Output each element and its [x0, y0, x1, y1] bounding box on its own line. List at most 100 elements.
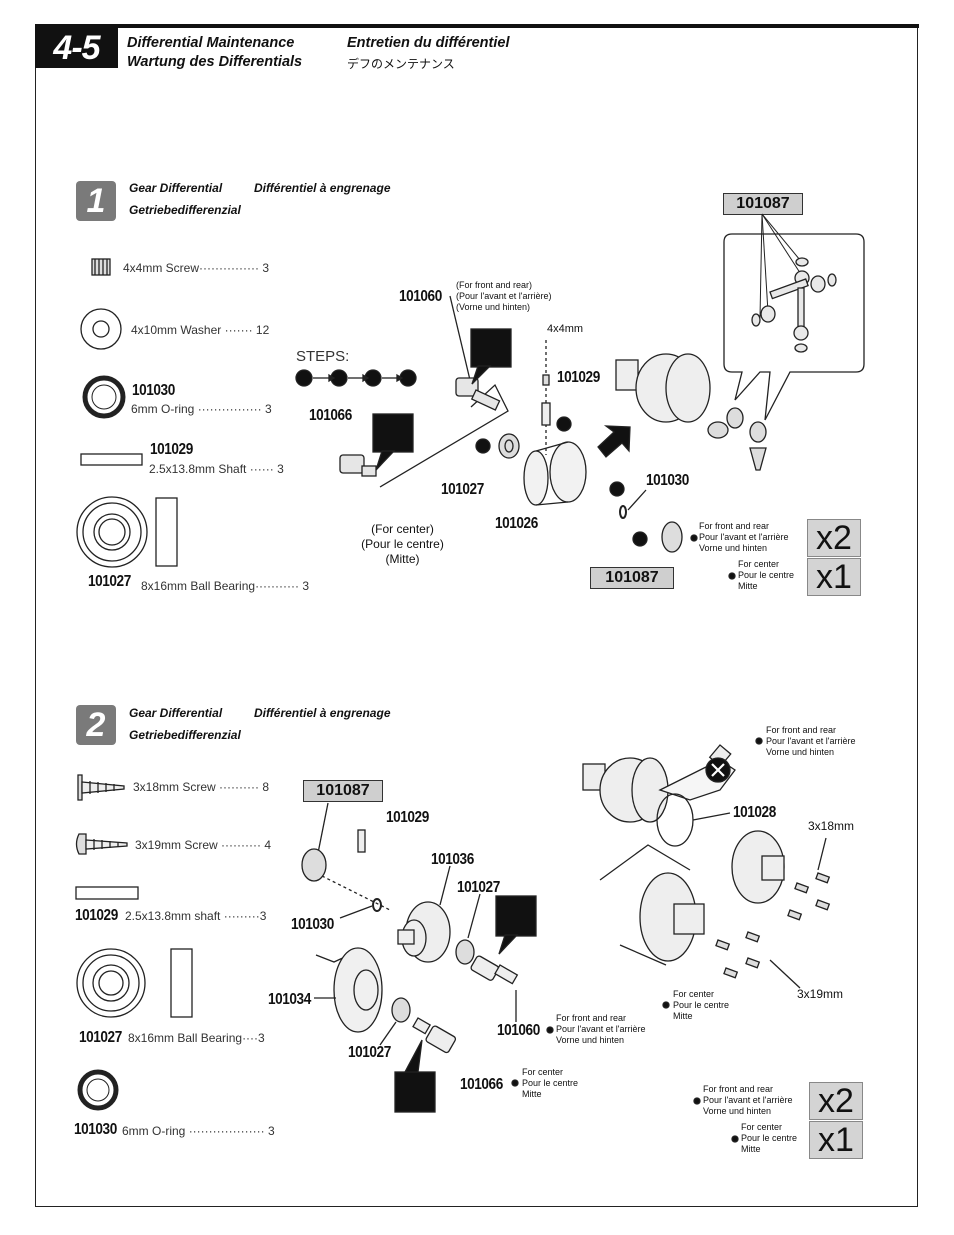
s1-leader-101060	[449, 295, 471, 381]
s1-qty-note-front-rear: For front and rear Pour l'avant et l'arr…	[699, 521, 789, 553]
s2-leader-101030	[339, 905, 373, 919]
s2-callout-101027b: 101027	[348, 1044, 391, 1061]
s2-spur-center	[639, 872, 705, 962]
s1-part-washer: 4x10mm Washer ······· 12	[131, 323, 270, 337]
s2-bullet-qty-b	[731, 1135, 739, 1143]
step2-title-fr: Différentiel à engrenage	[254, 706, 391, 720]
s2-callout-101029: 101029	[386, 809, 429, 826]
s1-assembled-diff	[615, 353, 711, 423]
s2-part-oring: 6mm O-ring ··················· 3	[122, 1124, 275, 1138]
step2-title-de: Getriebedifferenzial	[129, 728, 241, 742]
s2-bullet-center	[662, 1001, 670, 1009]
s1-part-screw: 4x4mm Screw··············· 3	[123, 261, 269, 275]
s2-leader-101027b	[379, 1021, 397, 1046]
s2-qty-note-front-rear: For front and rear Pour l'avant et l'arr…	[703, 1084, 793, 1116]
s2-part-screw-18: 3x18mm Screw ·········· 8	[133, 780, 270, 794]
s1-callout-101066: 101066	[309, 407, 352, 424]
s2-callout-101066: 101066	[460, 1076, 503, 1093]
s2-callout-101034: 101034	[268, 991, 311, 1008]
title-fr: Entretien du différentiel	[347, 35, 510, 51]
s2-gasket-101028	[656, 793, 694, 847]
s2-screw19-icon	[75, 833, 128, 855]
s2-part-shaft-id: 101029	[75, 907, 118, 924]
s1-spider-gears	[707, 407, 767, 471]
s2-axis-a	[321, 875, 391, 911]
s1-washer-icon	[80, 308, 122, 350]
s2-bearing-icon	[76, 948, 193, 1018]
s2-note-center-mid: For center Pour le centre Mitte	[673, 989, 730, 1021]
s2-leader-101027a	[467, 893, 481, 939]
s2-callout-101087: 101087	[303, 780, 383, 802]
s1-outdrive-101066	[339, 454, 377, 477]
s2-callout-101060: 101060	[497, 1022, 540, 1039]
step2-badge: 2	[76, 705, 116, 745]
s1-big-arrow	[597, 425, 631, 458]
s1-detail-callout	[723, 233, 865, 421]
s2-leader-3x18	[817, 837, 827, 871]
s1-qty-note-center: For center Pour le centre Mitte	[738, 559, 795, 591]
s2-bullet-101066	[511, 1079, 519, 1087]
s1-bevel-gear-101087	[661, 521, 683, 553]
s2-bearing-101027a	[455, 939, 475, 965]
s2-callout-3x19: 3x19mm	[797, 987, 844, 1001]
s2-bullet-qty-a	[693, 1097, 701, 1105]
s1-bearing-icon	[76, 496, 178, 568]
steps-arrows	[313, 373, 404, 383]
s2-callout-3x18: 3x18mm	[808, 819, 855, 833]
s1-bullet-a	[690, 534, 698, 542]
section-number: 4-5	[35, 28, 118, 68]
s2-outdrive-101066	[412, 1017, 457, 1054]
s1-part-bearing-id: 101027	[88, 573, 131, 590]
s1-part-oring-id: 101030	[132, 382, 175, 399]
s2-oring-icon	[77, 1069, 119, 1111]
s1-mult-x2: x2	[807, 519, 861, 557]
s1-outdrive-101060	[455, 377, 501, 411]
s2-spur-front-rear	[731, 830, 785, 904]
s2-callout-101036: 101036	[431, 851, 474, 868]
s2-spur-gear-101034	[333, 947, 383, 1033]
title-jp: デフのメンテナンス	[347, 57, 455, 71]
s1-detail-leaders	[759, 213, 805, 319]
s2-bearing-101027b	[391, 997, 411, 1023]
s2-leader-3x19	[769, 959, 801, 989]
s1-callout-101030: 101030	[646, 472, 689, 489]
s2-part-bearing: 8x16mm Ball Bearing····3	[128, 1031, 265, 1045]
title-en: Differential Maintenance	[127, 35, 295, 51]
s2-leader-101028	[692, 812, 731, 821]
step1-title-fr: Différentiel à engrenage	[254, 181, 391, 195]
s1-part-shaft: 2.5x13.8mm Shaft ······ 3	[149, 462, 284, 476]
s2-guide-right-b	[619, 944, 667, 966]
s2-leader-101087	[317, 802, 329, 854]
s2-bullet-top	[755, 737, 763, 745]
s1-callout-101060: 101060	[399, 288, 442, 305]
s2-shaft-icon	[75, 886, 139, 900]
s2-mult-x2: x2	[809, 1082, 863, 1120]
s1-bullet-b	[728, 572, 736, 580]
s1-shaft-icon	[80, 453, 143, 466]
s1-callout-101029: 101029	[557, 369, 600, 386]
s1-mult-x1: x1	[807, 558, 861, 596]
s1-oring-icon	[82, 375, 126, 419]
s2-part-shaft: 2.5x13.8mm shaft ·········3	[125, 909, 267, 923]
step1-title-de: Getriebedifferenzial	[129, 203, 241, 217]
s2-grease-icon-a	[495, 895, 537, 955]
s2-screw18-icon	[77, 774, 125, 801]
s2-oring-101030	[372, 898, 382, 912]
s2-note-101060: For front and rear Pour l'avant et l'arr…	[556, 1013, 646, 1045]
s1-callout-101026: 101026	[495, 515, 538, 532]
s2-no-grease-x	[711, 763, 725, 777]
s2-screws-18	[787, 872, 831, 921]
s2-bevel-gear	[301, 848, 327, 882]
s1-center-note: (For center) (Pour le centre) (Mitte)	[361, 522, 444, 566]
s1-detail-parts	[751, 257, 837, 353]
s1-grease-icon-b	[372, 413, 414, 471]
s1-part-shaft-id: 101029	[150, 441, 193, 458]
s1-callout-4x4: 4x4mm	[547, 323, 584, 335]
s1-part-oring: 6mm O-ring ················ 3	[131, 402, 272, 416]
s2-grease-icon-b	[394, 1039, 436, 1113]
s1-part-bearing: 8x16mm Ball Bearing··········· 3	[141, 579, 310, 593]
s2-leader-101036	[439, 865, 451, 906]
s2-bullet-101060	[546, 1026, 554, 1034]
step1-badge: 1	[76, 181, 116, 221]
